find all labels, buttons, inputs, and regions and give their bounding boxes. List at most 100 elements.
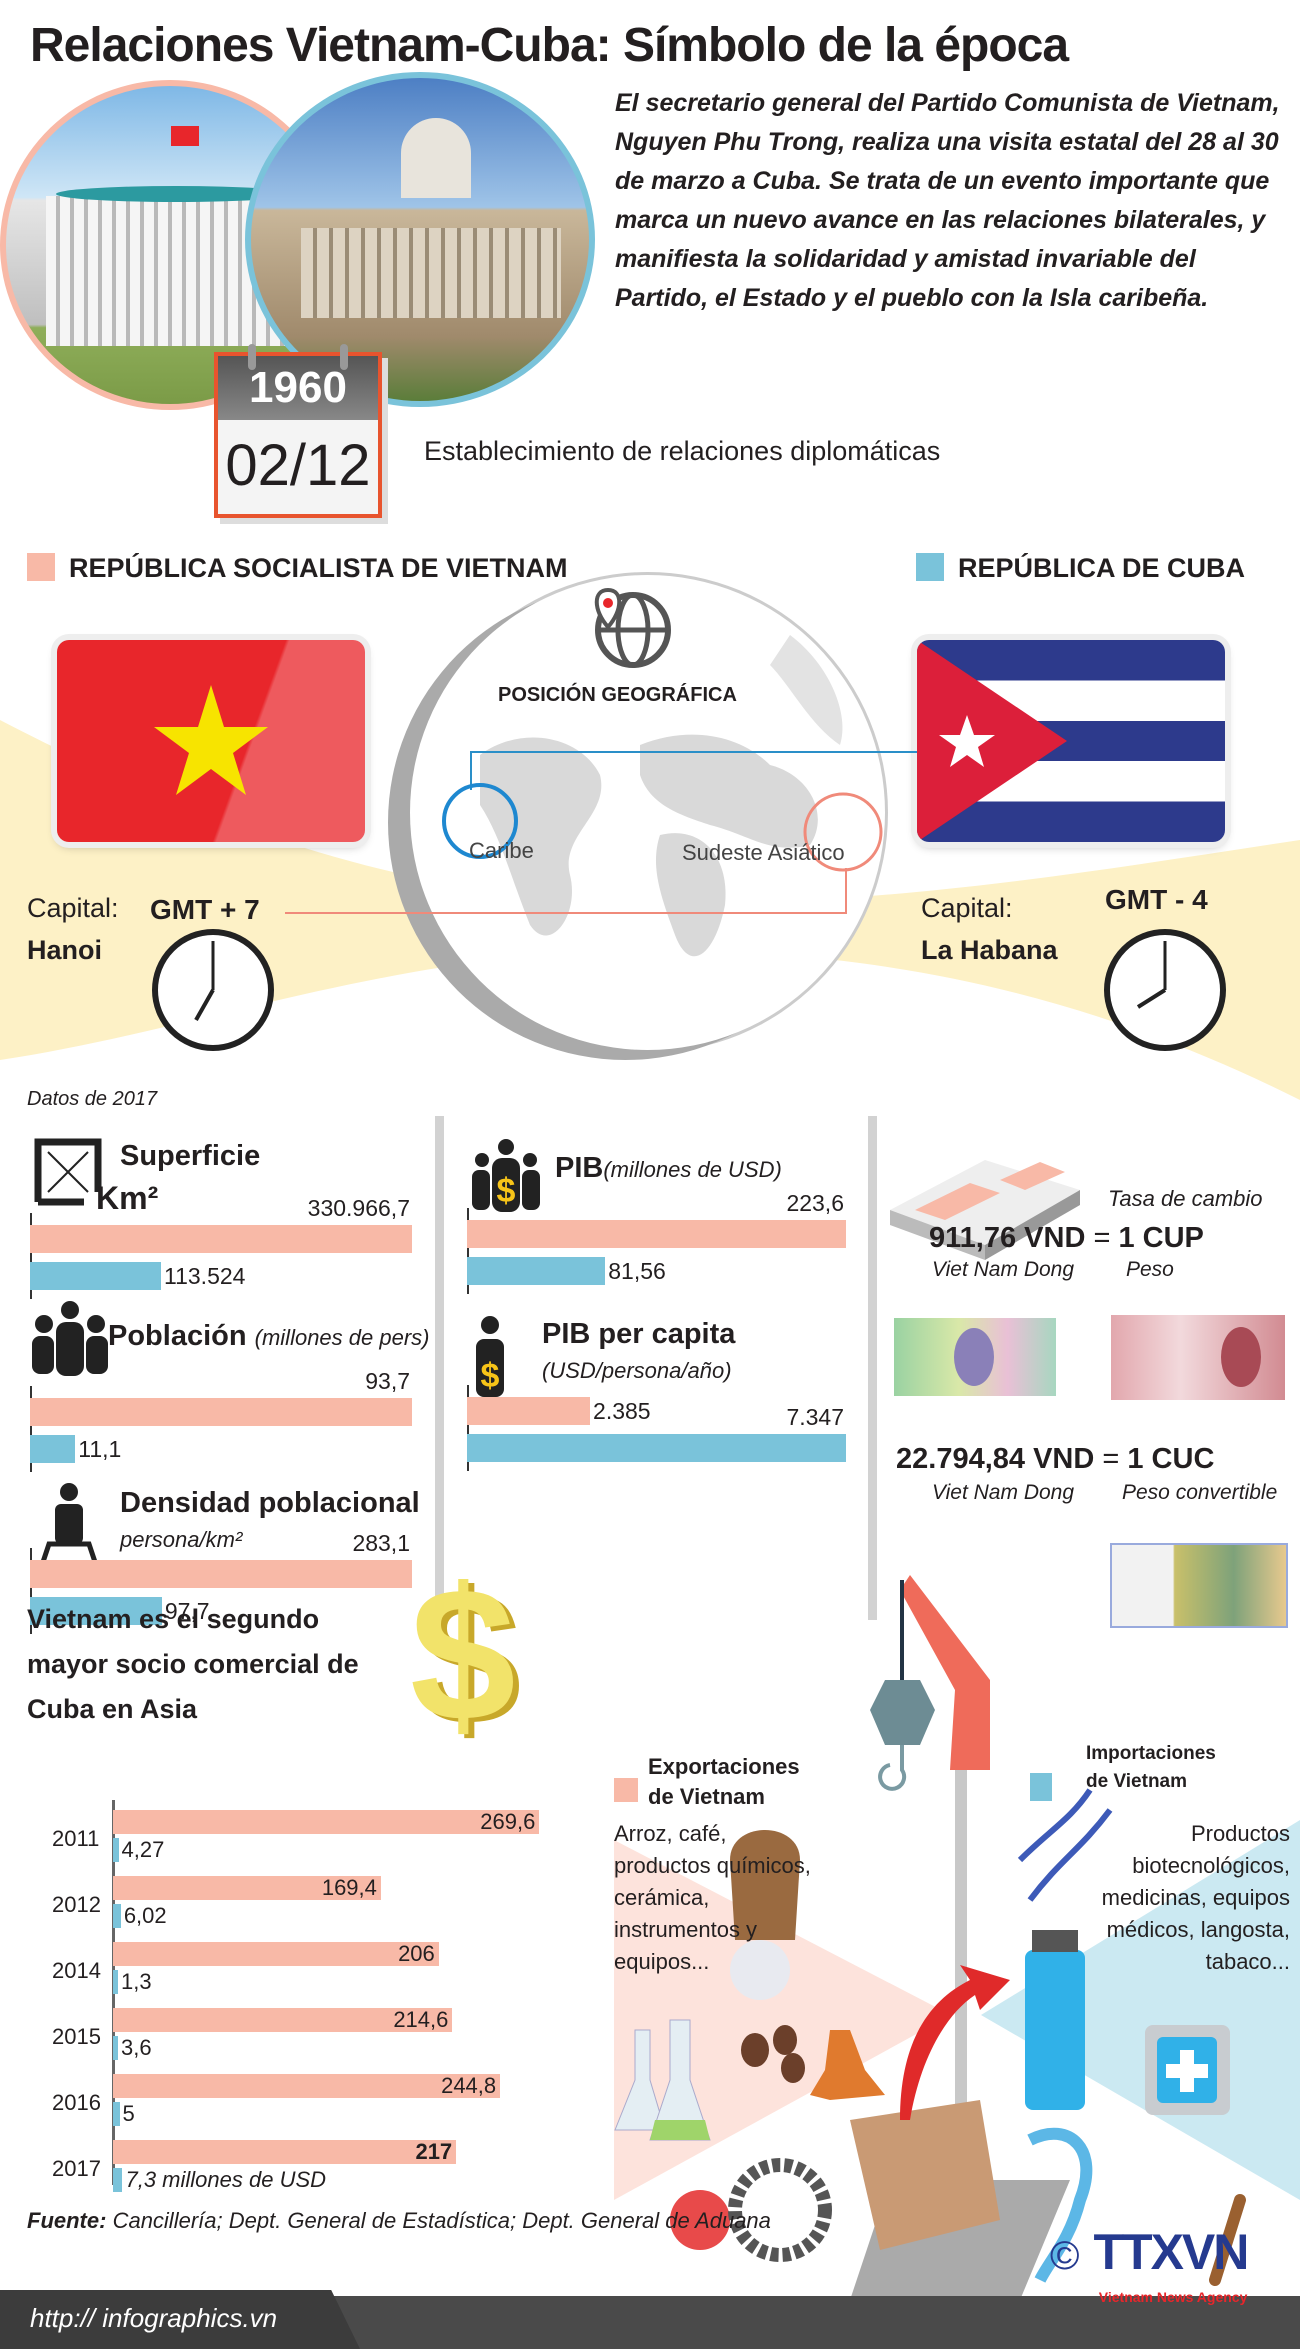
calendar-date: 1960 02/12: [214, 344, 382, 518]
pibpc-title: PIB per capita: [542, 1318, 736, 1350]
pibpc-unit: (USD/persona/año): [542, 1358, 732, 1383]
website-link[interactable]: http:// infographics.vn: [30, 2303, 278, 2333]
cup-vnd-amount: 911,76 VND: [929, 1222, 1086, 1254]
vietnam-bar: [467, 1397, 591, 1425]
import-value-label: 6,02: [123, 1903, 167, 1928]
cup-name: Peso: [1126, 1258, 1174, 1281]
poblacion-title-text: Población: [108, 1320, 247, 1352]
export-value-label: 169,4: [321, 1875, 377, 1900]
superficie-unit: Km²: [96, 1180, 159, 1216]
trade-illustration: [614, 1575, 1300, 2300]
cuc-banknote-image: [1110, 1543, 1288, 1628]
cuba-value-label: 11,1: [78, 1436, 122, 1462]
vietnam-heading: REPÚBLICA SOCIALISTA DE VIETNAM: [27, 553, 568, 584]
globe-pin-icon: [594, 587, 671, 668]
gdp-per-capita-icon: $: [476, 1316, 504, 1397]
imports-items: Productos biotecnológicos, medicinas, eq…: [1101, 1821, 1290, 1974]
import-bar: [113, 2168, 123, 2192]
cuba-capitolio-photo: [245, 72, 595, 407]
year-label: 2017: [52, 2156, 101, 2181]
data-year-note: Datos de 2017: [27, 1088, 158, 1110]
dollar-sign-icon: $: [410, 1549, 516, 1761]
cuc-vnd-name: Viet Nam Dong: [932, 1481, 1075, 1504]
export-value-label: 244,8: [441, 2073, 497, 2098]
crane-arm: [900, 1575, 990, 1770]
cuc-vnd-amount: 22.794,84 VND: [896, 1443, 1095, 1475]
equals-sign: =: [1094, 1443, 1128, 1475]
gear-pulley-icon: [670, 2190, 730, 2250]
vietnam-capital: Hanoi: [27, 935, 103, 965]
imports-title-line1: Importaciones: [1086, 1743, 1216, 1764]
imports-legend-square: [1030, 1773, 1052, 1801]
year-label: 2016: [52, 2090, 101, 2115]
star-icon: [154, 685, 268, 795]
cup-banknote-image: [1111, 1315, 1285, 1400]
page-title: Relaciones Vietnam-Cuba: Símbolo de la é…: [30, 19, 1069, 72]
vietnam-capital-label: Capital:: [27, 893, 119, 923]
trade-heading: Vietnam es el segundo mayor socio comerc…: [27, 1604, 359, 1724]
import-value-label: 1,3: [121, 1969, 152, 1994]
logo-text: TTXVN: [1093, 2224, 1249, 2280]
vietnam-bar: [467, 1220, 846, 1248]
vietnam-flag-small-icon: [171, 126, 199, 146]
cuba-flag: [917, 640, 1225, 842]
medicine-bottle-icon: [1025, 1950, 1085, 2110]
cuba-heading: REPÚBLICA DE CUBA: [916, 553, 1245, 584]
intro-paragraph: El secretario general del Partido Comuni…: [615, 89, 1280, 312]
source-text: Cancillería; Dept. General de Estadístic…: [106, 2208, 771, 2233]
svg-text:$: $: [497, 1172, 516, 1210]
vietnam-value-label: 2.385: [593, 1398, 651, 1424]
calendar-ring: [248, 344, 256, 370]
export-arrow-icon: [900, 1965, 1010, 2120]
exports-legend-square: [614, 1778, 638, 1802]
exchange-rate-cuc: 22.794,84 VND = 1 CUC: [896, 1443, 1214, 1476]
export-value-label: 206: [398, 1941, 435, 1966]
calendar-caption: Establecimiento de relaciones diplomátic…: [424, 436, 941, 466]
agency-name: Vietnam News Agency: [1098, 2289, 1248, 2305]
caribe-label: Caribe: [469, 838, 534, 863]
import-bar: [113, 1904, 121, 1928]
vietnam-legend-square: [27, 553, 55, 581]
exports-title-line2: de Vietnam: [648, 1784, 765, 1809]
exports-items: Arroz, café, productos químicos, cerámic…: [614, 1821, 811, 1974]
densidad-title: Densidad poblacional: [120, 1487, 420, 1519]
export-bar: [113, 1942, 439, 1966]
export-bar: [113, 2140, 457, 2164]
export-bar: [113, 2074, 501, 2098]
poblacion-title: Población (millones de pers): [108, 1320, 429, 1353]
money-stack-icon: [890, 1160, 1080, 1260]
import-bar: [113, 2036, 118, 2060]
svg-text:$: $: [481, 1357, 500, 1395]
rice-bowl-icon: [730, 1940, 790, 2000]
cigar-icon: [1209, 2194, 1246, 2286]
vietnam-value-label: 283,1: [352, 1530, 410, 1556]
rice-sack-icon: [730, 1830, 800, 1940]
cuba-gmt: GMT - 4: [1105, 884, 1208, 915]
import-bar: [113, 1970, 118, 1994]
cuba-clock-icon: [1104, 929, 1226, 1051]
column-divider: [868, 1116, 877, 1620]
column-divider: [435, 1116, 444, 1620]
vietnam-clock-icon: [152, 929, 274, 1051]
cup-vnd-name: Viet Nam Dong: [932, 1258, 1075, 1281]
lobster-icon: [1027, 2127, 1093, 2283]
cuba-flag-triangle: [917, 640, 1067, 842]
southeast-asia-label: Sudeste Asiático: [682, 840, 845, 865]
import-bar: [113, 1838, 119, 1862]
dna-icon: [1017, 1788, 1113, 1902]
vietnam-gmt: GMT + 7: [150, 894, 260, 925]
export-value-label: 214,6: [393, 2007, 449, 2032]
density-icon: [37, 1483, 101, 1571]
calendar-day: 02/12: [225, 433, 371, 498]
population-icon: [32, 1301, 108, 1376]
cuba-capital-label: Capital:: [921, 893, 1013, 923]
area-icon: [34, 1138, 102, 1206]
